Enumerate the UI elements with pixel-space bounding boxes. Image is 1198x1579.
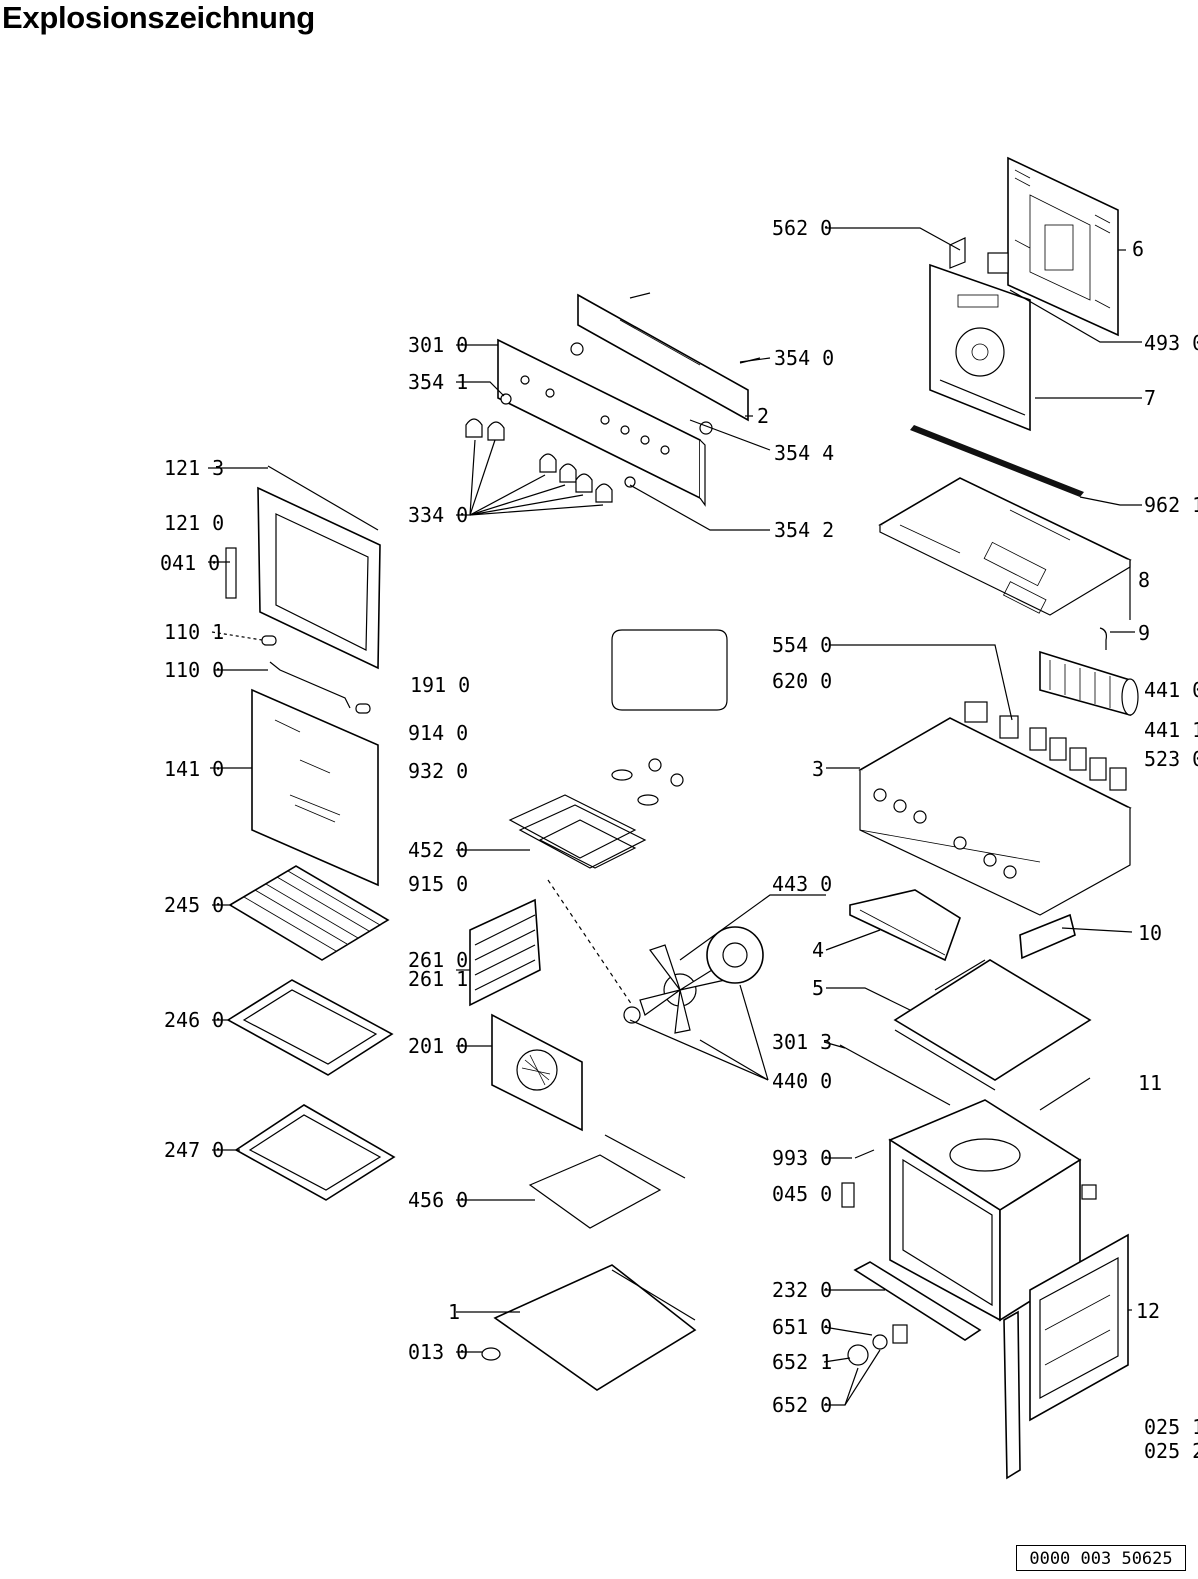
- part-bracket-4: [849, 889, 961, 962]
- part-side-runners-2610: [469, 898, 541, 1007]
- label-932-0: 932 0: [408, 759, 468, 783]
- label-652-1: 652 1: [772, 1350, 832, 1374]
- label-246-0: 246 0: [164, 1008, 224, 1032]
- label-8: 8: [1138, 568, 1150, 592]
- label-440-0: 440 0: [772, 1069, 832, 1093]
- label-9: 9: [1138, 621, 1150, 645]
- label-232-0: 232 0: [772, 1278, 832, 1302]
- part-oven-cavity: [888, 1099, 1097, 1322]
- part-bottom-plate-1: [481, 1264, 697, 1391]
- part-side-plate-5: [893, 959, 1092, 1091]
- part-seal-strip-9621: [910, 425, 1084, 497]
- part-strip-10: [1019, 913, 1076, 960]
- part-tangential-fan-4410: [1039, 627, 1139, 717]
- label-10: 10: [1138, 921, 1162, 945]
- label-025-2: 025 2: [1144, 1439, 1198, 1463]
- part-bottom-heater-4560: [528, 1134, 686, 1229]
- part-small-parts-9930: [841, 1149, 875, 1208]
- part-fan-cover-2010: [491, 1013, 583, 1132]
- label-110-0: 110 0: [164, 658, 224, 682]
- label-354-1: 354 1: [408, 370, 468, 394]
- label-141-0: 141 0: [164, 757, 224, 781]
- label-301-3: 301 3: [772, 1030, 832, 1054]
- label-247-0: 247 0: [164, 1138, 224, 1162]
- part-side-strip-0251: [1003, 1310, 1021, 1480]
- leader-lines: [208, 227, 1142, 1406]
- label-443-0: 443 0: [772, 872, 832, 896]
- label-110-1: 110 1: [164, 620, 224, 644]
- label-5: 5: [812, 976, 824, 1000]
- label-962-1: 962 1: [1144, 493, 1198, 517]
- label-121-3: 121 3: [164, 456, 224, 480]
- label-562-0: 562 0: [772, 216, 832, 240]
- part-rail-3013: [839, 1044, 1091, 1111]
- label-334-0: 334 0: [408, 503, 468, 527]
- part-tray-2460: [226, 979, 394, 1076]
- label-191-0: 191 0: [410, 673, 470, 697]
- label-993-0: 993 0: [772, 1146, 832, 1170]
- label-041-0: 041 0: [160, 551, 220, 575]
- part-side-panel-12: [1029, 1233, 1129, 1422]
- label-915-0: 915 0: [408, 872, 468, 896]
- label-914-0: 914 0: [408, 721, 468, 745]
- label-456-0: 456 0: [408, 1188, 468, 1212]
- label-441-1: 441 1: [1144, 718, 1198, 742]
- label-354-0: 354 0: [774, 346, 834, 370]
- part-rail-2320: [853, 1261, 982, 1341]
- label-2: 2: [757, 404, 769, 428]
- part-fascia-panel-3010: [497, 338, 706, 507]
- part-fan-housing-7: [929, 237, 1031, 432]
- label-354-4: 354 4: [774, 441, 834, 465]
- part-deep-tray-2470: [234, 1104, 396, 1201]
- label-1: 1: [448, 1300, 460, 1324]
- label-620-0: 620 0: [772, 669, 832, 693]
- label-121-0: 121 0: [164, 511, 224, 535]
- label-4: 4: [812, 938, 824, 962]
- label-523-0: 523 0: [1144, 747, 1198, 771]
- label-651-0: 651 0: [772, 1315, 832, 1339]
- part-rack-2450: [228, 865, 390, 961]
- part-fan-4400: [623, 926, 764, 1034]
- page-title: Explosionszeichnung: [2, 0, 315, 35]
- label-245-0: 245 0: [164, 893, 224, 917]
- label-452-0: 452 0: [408, 838, 468, 862]
- label-6: 6: [1132, 237, 1144, 261]
- label-554-0: 554 0: [772, 633, 832, 657]
- part-top-heater-4520: [508, 629, 728, 869]
- label-354-2: 354 2: [774, 518, 834, 542]
- label-261-0: 261 0: [408, 948, 468, 972]
- label-261-1: 261 1: [408, 967, 468, 991]
- part-lamp-6510: [847, 1324, 908, 1366]
- part-number-labels: 562 0 6 493 0 301 0 354 0 354 1 7 2 354 …: [160, 216, 1198, 1463]
- label-493-0: 493 0: [1144, 331, 1198, 355]
- part-control-panel-frame-2: [577, 292, 761, 422]
- label-11: 11: [1138, 1071, 1162, 1095]
- part-door-glass-1410: [251, 688, 379, 887]
- label-025-1: 025 1: [1144, 1415, 1198, 1439]
- label-652-0: 652 0: [772, 1393, 832, 1417]
- label-12: 12: [1136, 1299, 1160, 1323]
- part-top-cover-8: [878, 477, 1132, 620]
- label-013-0: 013 0: [408, 1340, 468, 1364]
- label-7: 7: [1144, 386, 1156, 410]
- label-301-0: 301 0: [408, 333, 468, 357]
- part-rear-panel-6: [1007, 156, 1119, 337]
- label-201-0: 201 0: [408, 1034, 468, 1058]
- label-045-0: 045 0: [772, 1182, 832, 1206]
- label-441-0: 441 0: [1144, 678, 1198, 702]
- document-number: 0000 003 50625: [1016, 1545, 1186, 1571]
- part-door-frame-1210: [225, 465, 381, 714]
- label-3: 3: [812, 757, 824, 781]
- part-housing-3: [858, 701, 1132, 916]
